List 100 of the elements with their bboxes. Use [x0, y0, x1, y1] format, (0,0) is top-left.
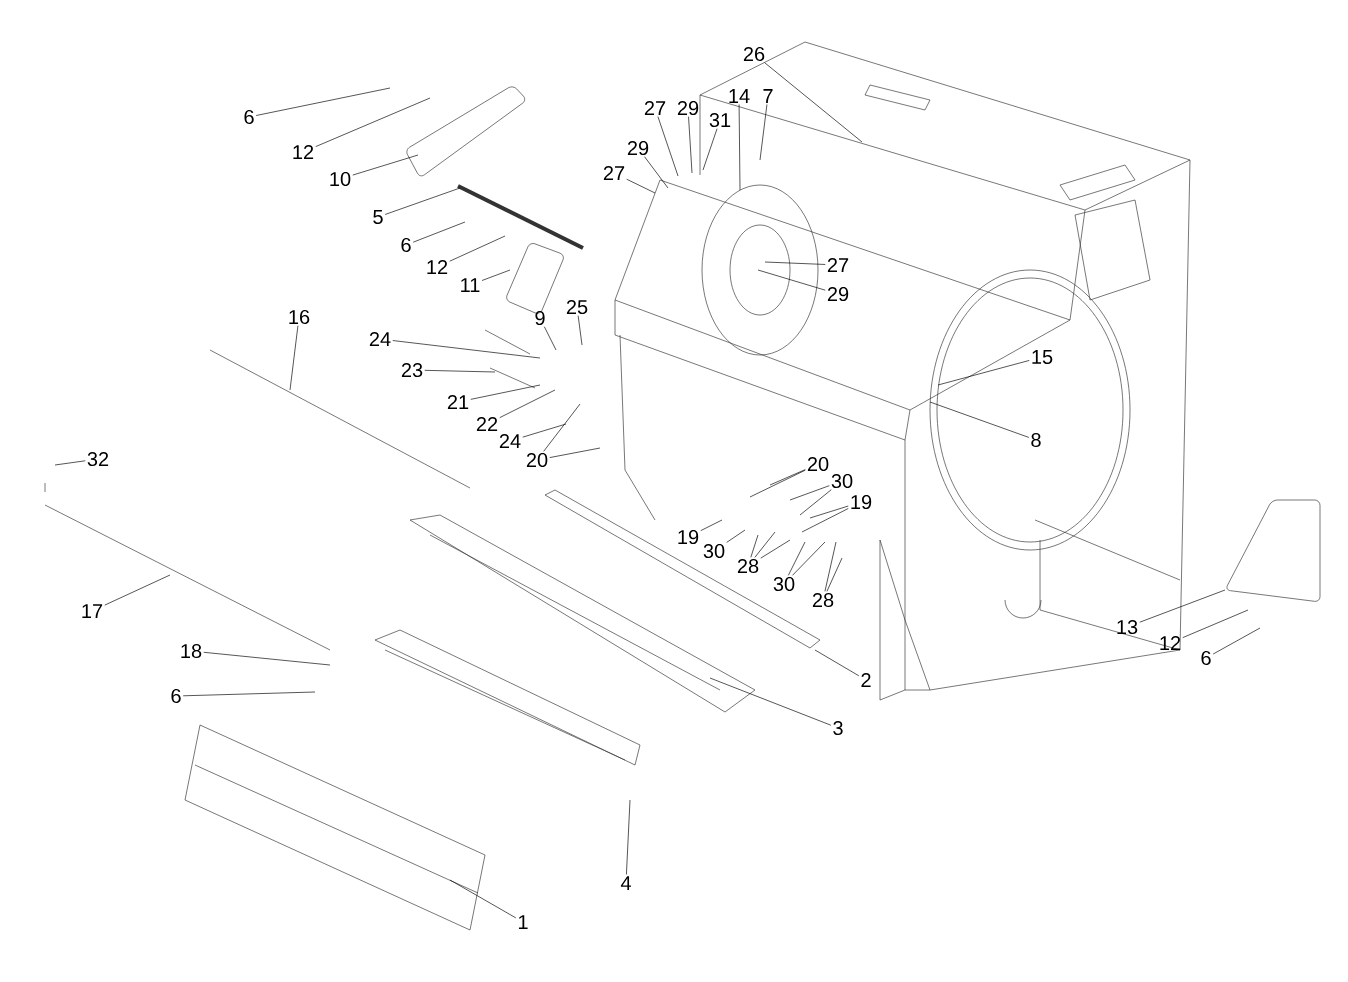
leader-line — [700, 519, 723, 531]
callout-number: 30 — [831, 473, 853, 489]
callout-number: 12 — [427, 260, 448, 274]
callout-number: 27 — [827, 258, 849, 272]
leader-line — [809, 505, 849, 519]
callout-number: 23 — [401, 362, 423, 378]
callout-number: 19 — [678, 529, 699, 545]
leader-line — [702, 128, 718, 171]
leader-line — [54, 460, 86, 466]
callout-number: 18 — [181, 643, 202, 659]
callout-number: 27 — [644, 101, 666, 115]
leader-line — [799, 489, 832, 516]
callout-number: 29 — [677, 100, 699, 116]
leader-line — [709, 677, 832, 726]
callout-number: 8 — [1031, 432, 1041, 448]
leader-line — [481, 269, 511, 281]
callout-number: 4 — [620, 876, 631, 890]
leader-line — [929, 401, 1030, 438]
leader-line — [726, 529, 746, 543]
leader-line — [738, 104, 741, 191]
callout-number: 11 — [461, 278, 480, 292]
callout-number: 13 — [1117, 619, 1138, 635]
leader-line — [315, 97, 431, 147]
leader-line — [543, 403, 581, 452]
leader-line — [549, 447, 601, 458]
leader-line — [392, 340, 541, 359]
callout-number: 6 — [244, 109, 254, 125]
callout-number: 27 — [603, 166, 625, 180]
callout-number: 28 — [737, 558, 759, 574]
callout-number: 5 — [373, 210, 383, 224]
leader-line — [764, 62, 863, 143]
leader-line — [449, 879, 517, 919]
callout-number: 14 — [729, 89, 750, 103]
callout-number: 24 — [499, 434, 521, 448]
leader-line — [626, 178, 656, 194]
leader-line — [644, 156, 669, 189]
callout-number: 31 — [709, 112, 731, 128]
callout-number: 26 — [743, 46, 765, 62]
callout-number: 7 — [763, 89, 773, 103]
leader-line — [182, 691, 316, 697]
leader-line — [754, 531, 776, 558]
leader-line — [1139, 589, 1226, 623]
leader-line — [759, 104, 768, 161]
callout-number: 10 — [330, 171, 351, 187]
callout-number: 28 — [812, 592, 834, 608]
leader-line — [470, 384, 541, 400]
leader-line — [255, 87, 391, 116]
leader-line — [657, 116, 679, 177]
leader-line — [937, 360, 1030, 386]
leader-line — [449, 235, 506, 262]
callout-number: 6 — [171, 688, 181, 704]
callout-number: 17 — [82, 604, 103, 618]
callout-number: 21 — [447, 395, 469, 409]
leader-line — [104, 574, 171, 606]
callout-number: 25 — [566, 299, 588, 315]
leader-line — [499, 389, 556, 418]
callout-number: 30 — [703, 543, 725, 559]
leader-line — [289, 325, 299, 391]
leader-line — [1182, 609, 1249, 638]
leader-line — [764, 261, 826, 265]
callout-number: 24 — [369, 332, 391, 346]
leader-line — [1212, 627, 1261, 655]
leader-line — [789, 485, 830, 501]
callout-number: 15 — [1032, 350, 1053, 364]
leader-line — [577, 315, 583, 346]
callout-number: 30 — [773, 576, 795, 592]
leader-line — [801, 508, 849, 533]
callout-number: 32 — [87, 451, 109, 467]
leader-line — [412, 221, 466, 243]
leader-line — [424, 370, 496, 373]
leader-line — [792, 541, 826, 576]
leader-line — [352, 154, 419, 176]
callout-number: 2 — [861, 673, 871, 687]
leader-line — [626, 799, 631, 875]
callout-number: 22 — [476, 417, 498, 431]
leader-line — [826, 557, 843, 592]
callout-number: 29 — [827, 286, 849, 302]
callout-number: 20 — [526, 452, 548, 468]
leader-line — [384, 187, 461, 215]
callout-number: 29 — [627, 140, 649, 156]
leader-line — [203, 651, 331, 666]
leader-line — [814, 649, 860, 677]
leader-line — [749, 469, 806, 498]
callout-number: 3 — [833, 720, 843, 736]
leader-line — [757, 269, 826, 291]
leader-line — [688, 116, 693, 174]
leader-line — [544, 326, 557, 351]
callout-number: 12 — [1160, 636, 1181, 650]
callout-number: 6 — [1201, 650, 1211, 666]
leader-line — [750, 534, 759, 558]
leader-line — [522, 423, 567, 438]
callout-number: 19 — [851, 494, 872, 510]
leader-line — [760, 539, 791, 559]
callout-number: 1 — [518, 915, 528, 929]
callout-number: 12 — [293, 145, 314, 159]
callout-number: 6 — [401, 237, 411, 253]
leader-line — [769, 469, 806, 486]
leader-line — [788, 541, 806, 576]
callout-number: 16 — [289, 309, 310, 325]
callout-number: 9 — [535, 310, 545, 326]
